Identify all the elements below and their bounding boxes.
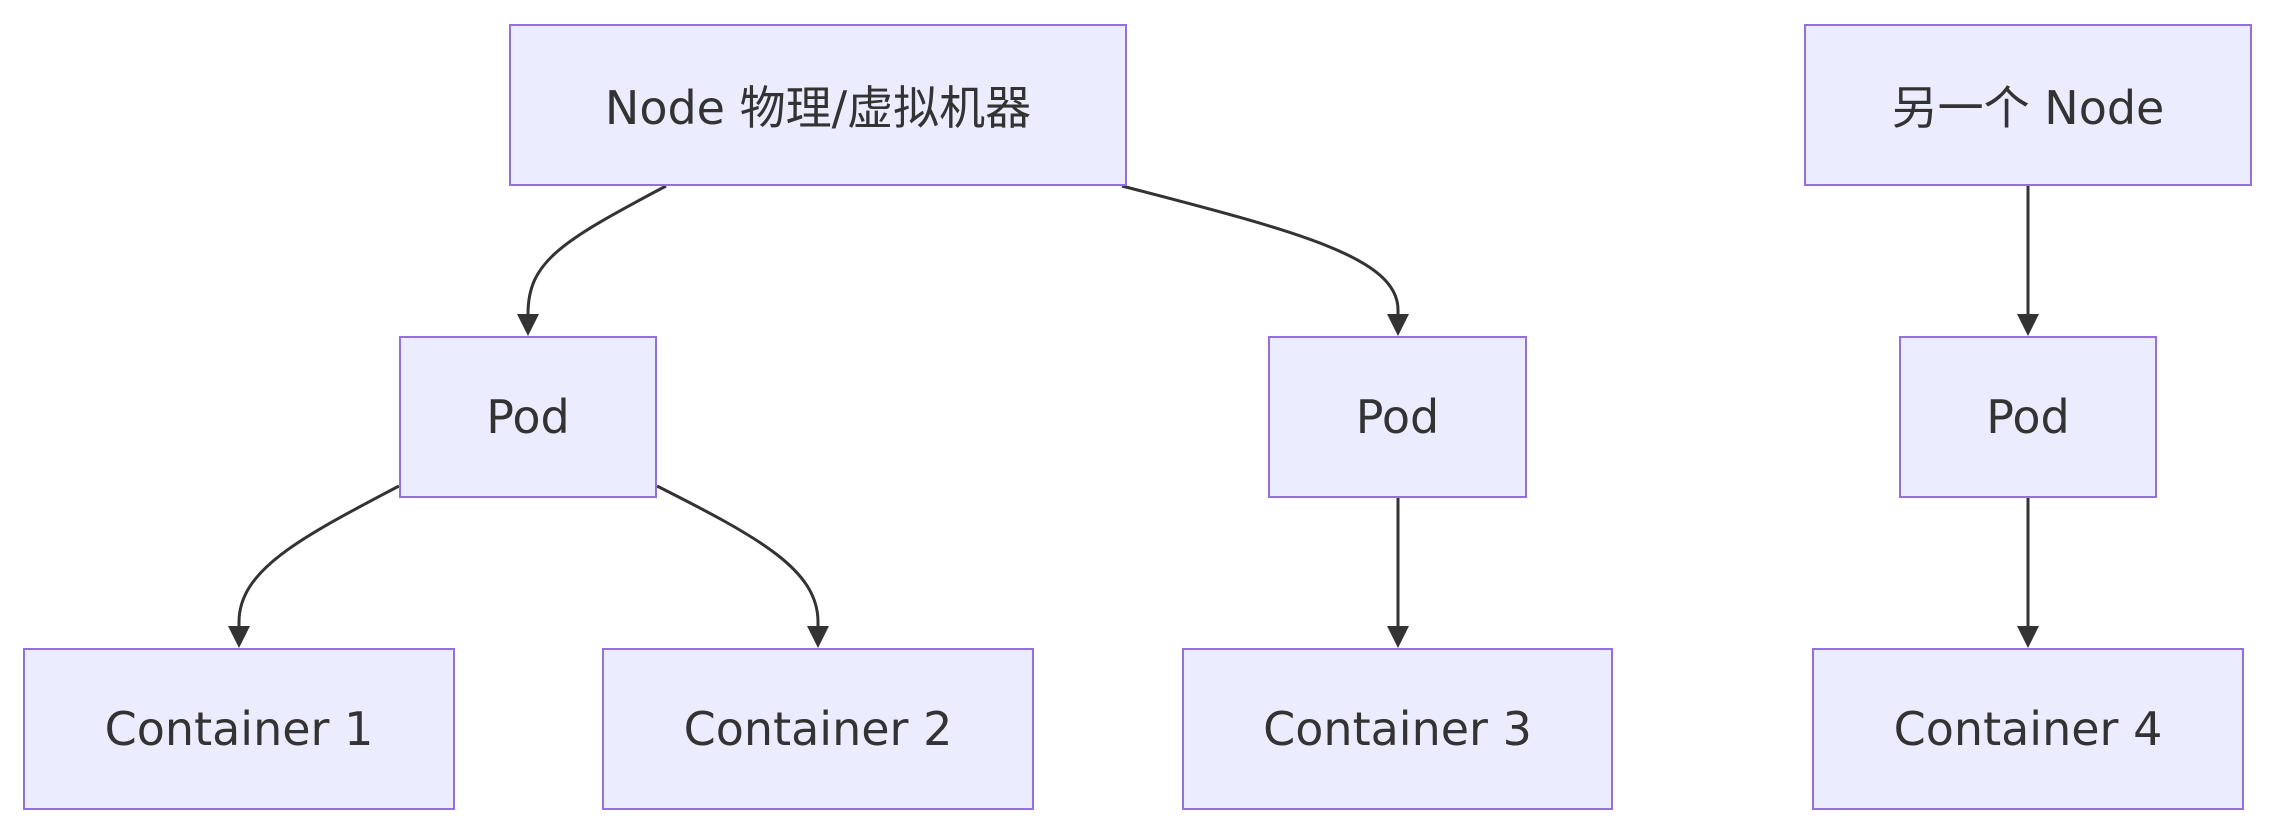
arrowhead-container3 bbox=[1387, 626, 1409, 648]
node-another-node: 另一个 Node bbox=[1804, 24, 2252, 186]
arrowhead-container1 bbox=[228, 626, 250, 648]
node-label: Pod bbox=[1986, 390, 2070, 444]
node-container-1: Container 1 bbox=[23, 648, 455, 810]
node-label: Container 3 bbox=[1263, 702, 1532, 756]
node-label: 另一个 Node bbox=[1891, 81, 2165, 135]
node-label: Pod bbox=[486, 390, 570, 444]
edge-node1-pod2 bbox=[1121, 184, 1400, 318]
node-container-3: Container 3 bbox=[1182, 648, 1613, 810]
node-pod-middle: Pod bbox=[1268, 336, 1527, 498]
node-label: Container 4 bbox=[1893, 702, 2163, 756]
arrowhead-container4 bbox=[2017, 626, 2039, 648]
node-container-2: Container 2 bbox=[602, 648, 1034, 810]
node-label: Node 物理/虚拟机器 bbox=[604, 81, 1032, 135]
node-physical-virtual-machine: Node 物理/虚拟机器 bbox=[509, 24, 1127, 186]
arrowhead-container2 bbox=[807, 626, 829, 648]
node-label: Pod bbox=[1355, 390, 1440, 444]
node-pod-left: Pod bbox=[399, 336, 657, 498]
edge-pod1-container1 bbox=[237, 484, 400, 630]
edge-node1-pod1 bbox=[526, 184, 667, 318]
node-pod-right: Pod bbox=[1899, 336, 2157, 498]
arrowhead-pod2 bbox=[1387, 314, 1409, 336]
arrowhead-pod1 bbox=[517, 314, 539, 336]
node-container-4: Container 4 bbox=[1812, 648, 2244, 810]
arrowhead-pod3 bbox=[2017, 314, 2039, 336]
node-label: Container 2 bbox=[683, 702, 953, 756]
edge-pod1-container2 bbox=[656, 484, 820, 630]
node-label: Container 1 bbox=[104, 702, 374, 756]
